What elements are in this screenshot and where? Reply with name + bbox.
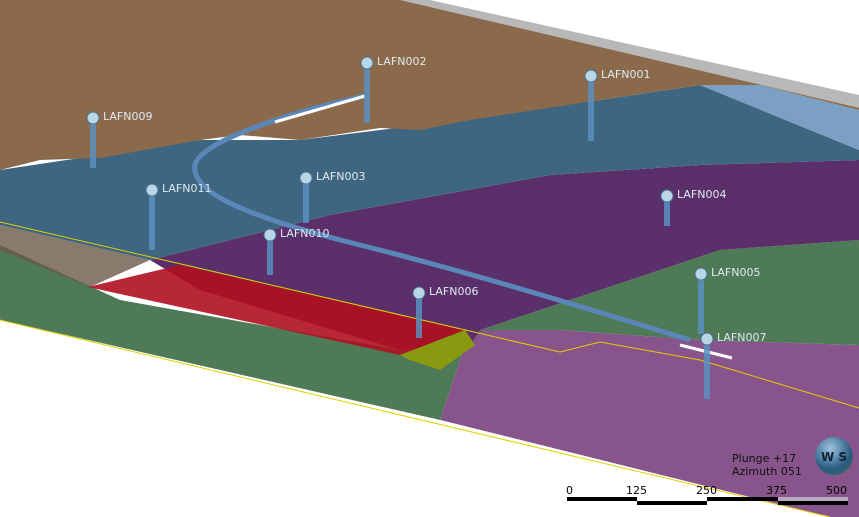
well-LAFN011[interactable] (145, 183, 159, 250)
well-head-icon (694, 267, 708, 281)
well-head-icon (700, 332, 714, 346)
well-head-icon (299, 171, 313, 185)
well-label[interactable]: LAFN010 (280, 227, 330, 240)
well-head-icon (86, 111, 100, 125)
well-label[interactable]: LAFN005 (711, 266, 761, 279)
gray-edge (400, 0, 859, 108)
brown-top-layer (0, 0, 859, 170)
well-label[interactable]: LAFN002 (377, 55, 427, 68)
well-label[interactable]: LAFN007 (717, 331, 767, 344)
well-head-icon (412, 286, 426, 300)
well-LAFN005[interactable] (694, 267, 708, 334)
well-label[interactable]: LAFN001 (601, 68, 651, 81)
light-blue-face (700, 85, 859, 150)
red-block (88, 265, 465, 355)
well-LAFN007[interactable] (700, 332, 714, 399)
scale-tick: 500 (826, 484, 847, 497)
well-label[interactable]: LAFN009 (103, 110, 153, 123)
well-stick (303, 178, 309, 223)
scale-segment (567, 497, 637, 501)
well-head-icon (263, 228, 277, 242)
well-stick (664, 196, 670, 226)
well-LAFN009[interactable] (86, 111, 100, 168)
scale-segment (778, 501, 848, 505)
wells-group (86, 56, 714, 399)
green-layer (0, 240, 859, 420)
well-label[interactable]: LAFN006 (429, 285, 479, 298)
well-path-highlight (274, 94, 366, 124)
well-head-icon (145, 183, 159, 197)
compass-globe-icon[interactable]: W S (815, 437, 853, 475)
contact-line (0, 319, 831, 517)
scale-tick: 250 (696, 484, 717, 497)
well-stick (90, 118, 96, 168)
scale-tick: 125 (626, 484, 647, 497)
blue-layer (0, 85, 859, 260)
well-stick (704, 339, 710, 399)
well-head-icon (584, 69, 598, 83)
well-stick (416, 293, 422, 338)
well-label[interactable]: LAFN003 (316, 170, 366, 183)
well-LAFN002[interactable] (360, 56, 374, 123)
well-LAFN003[interactable] (299, 171, 313, 223)
well-stick (588, 76, 594, 141)
well-label[interactable]: LAFN011 (162, 182, 212, 195)
well-LAFN001[interactable] (584, 69, 598, 141)
well-label[interactable]: LAFN004 (677, 188, 727, 201)
well-stick (698, 274, 704, 334)
scale-tick: 0 (566, 484, 573, 497)
scale-segment (637, 501, 707, 505)
olive-face (400, 330, 475, 370)
contact-line (0, 221, 561, 353)
scale-segment (778, 497, 848, 501)
well-LAFN010[interactable] (263, 228, 277, 275)
azimuth-readout: Azimuth 051 (732, 465, 802, 478)
deviated-well-path (192, 93, 691, 343)
plunge-readout: Plunge +17 (732, 452, 797, 465)
brown-side (0, 225, 150, 287)
well-head-icon (660, 189, 674, 203)
scale-segment (707, 497, 778, 501)
well-stick (267, 235, 273, 275)
well-LAFN004[interactable] (660, 189, 674, 226)
well-head-icon (360, 56, 374, 70)
contact-line (559, 341, 859, 409)
scale-tick: 375 (766, 484, 787, 497)
well-LAFN006[interactable] (412, 286, 426, 338)
well-stick (149, 190, 155, 250)
well-stick (364, 63, 370, 123)
